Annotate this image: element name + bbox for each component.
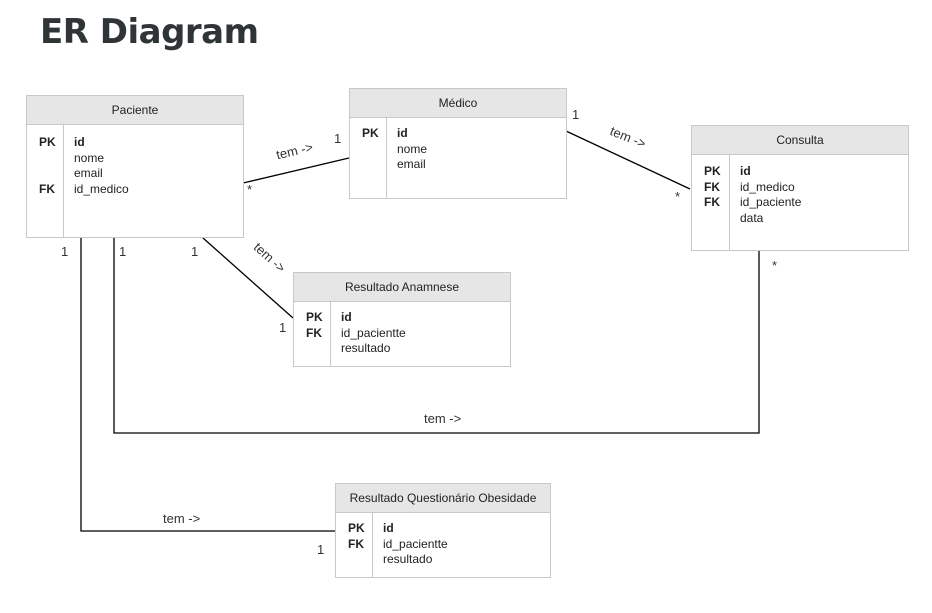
entity-anamnese-title: Resultado Anamnese	[294, 273, 510, 302]
card-paciente-questionario-from: 1	[61, 244, 68, 259]
entity-consulta[interactable]: Consulta PK FK FK id id_medico id_pacien…	[691, 125, 909, 251]
key-cell: PK	[39, 135, 56, 149]
card-paciente-consulta-from: 1	[119, 244, 126, 259]
attr-cell: id_pacientte	[383, 536, 448, 551]
entity-paciente-keys: PK FK	[27, 125, 64, 237]
card-paciente-consulta-to: *	[772, 258, 777, 273]
key-cell: FK	[306, 325, 322, 340]
entity-paciente[interactable]: Paciente PK FK id nome email id_medico	[26, 95, 244, 238]
attr-cell: id	[341, 310, 352, 324]
attr-cell: id	[740, 164, 751, 178]
card-paciente-questionario-to: 1	[317, 542, 324, 557]
key-cell	[692, 211, 729, 227]
entity-consulta-keys: PK FK FK	[692, 155, 730, 250]
line-medico-consulta	[565, 130, 691, 190]
label-paciente-consulta: tem ->	[424, 411, 461, 426]
entity-questionario-title: Resultado Questionário Obesidade	[336, 484, 550, 513]
entity-medico-attrs: id nome email	[397, 118, 566, 173]
attr-cell: id	[383, 521, 394, 535]
attr-cell: nome	[74, 150, 105, 165]
attr-cell: id_medico	[740, 179, 795, 194]
attr-cell: id	[74, 135, 85, 149]
key-cell: PK	[348, 521, 365, 535]
entity-consulta-attrs: id id_medico id_paciente data	[740, 155, 908, 226]
key-cell: PK	[362, 126, 379, 140]
label-paciente-medico: tem ->	[275, 139, 315, 162]
line-paciente-questionario	[80, 238, 335, 532]
label-paciente-questionario: tem ->	[163, 511, 200, 526]
attr-cell: id	[397, 126, 408, 140]
attr-cell: id_pacientte	[341, 325, 406, 340]
attr-cell: id_medico	[74, 181, 129, 196]
key-cell: PK	[704, 164, 721, 178]
key-cell: FK	[348, 536, 364, 551]
key-cell	[350, 142, 386, 158]
entity-resultado-questionario[interactable]: Resultado Questionário Obesidade PK FK i…	[335, 483, 551, 578]
entity-anamnese-attrs: id id_pacientte resultado	[341, 302, 510, 357]
entity-questionario-attrs: id id_pacientte resultado	[383, 513, 550, 568]
line-paciente-anamnese	[202, 237, 294, 319]
attr-cell: data	[740, 210, 764, 225]
attr-cell: email	[74, 166, 103, 180]
entity-medico-keys: PK	[350, 118, 387, 198]
card-paciente-medico-from: *	[247, 182, 252, 197]
entity-paciente-title: Paciente	[27, 96, 243, 125]
entity-medico[interactable]: Médico PK id nome email	[349, 88, 567, 199]
line-paciente-consulta	[113, 238, 760, 434]
key-cell: FK	[704, 179, 720, 194]
attr-cell: id_paciente	[740, 195, 802, 209]
card-medico-consulta-from: 1	[572, 107, 579, 122]
entity-medico-title: Médico	[350, 89, 566, 118]
card-paciente-medico-to: 1	[334, 131, 341, 146]
attr-cell: email	[397, 157, 426, 171]
attr-cell: resultado	[383, 552, 433, 566]
card-medico-consulta-to: *	[675, 189, 680, 204]
line-paciente-medico	[242, 157, 350, 184]
key-cell	[27, 151, 63, 167]
label-paciente-anamnese: tem ->	[251, 239, 289, 275]
key-cell: PK	[306, 310, 323, 324]
card-paciente-anamnese-to: 1	[279, 320, 286, 335]
page-title: ER Diagram	[40, 12, 259, 52]
entity-paciente-attrs: id nome email id_medico	[74, 125, 243, 197]
attr-cell: resultado	[341, 341, 391, 355]
attr-cell: nome	[397, 141, 428, 156]
entity-anamnese-keys: PK FK	[294, 302, 331, 366]
label-medico-consulta: tem ->	[608, 123, 648, 151]
key-cell	[294, 341, 330, 357]
card-paciente-anamnese-from: 1	[191, 244, 198, 259]
entity-consulta-title: Consulta	[692, 126, 908, 155]
key-cell	[27, 166, 63, 182]
entity-questionario-keys: PK FK	[336, 513, 373, 577]
key-cell: FK	[39, 181, 55, 196]
key-cell	[350, 157, 386, 173]
key-cell	[336, 552, 372, 568]
key-cell: FK	[704, 195, 720, 209]
entity-resultado-anamnese[interactable]: Resultado Anamnese PK FK id id_pacientte…	[293, 272, 511, 367]
